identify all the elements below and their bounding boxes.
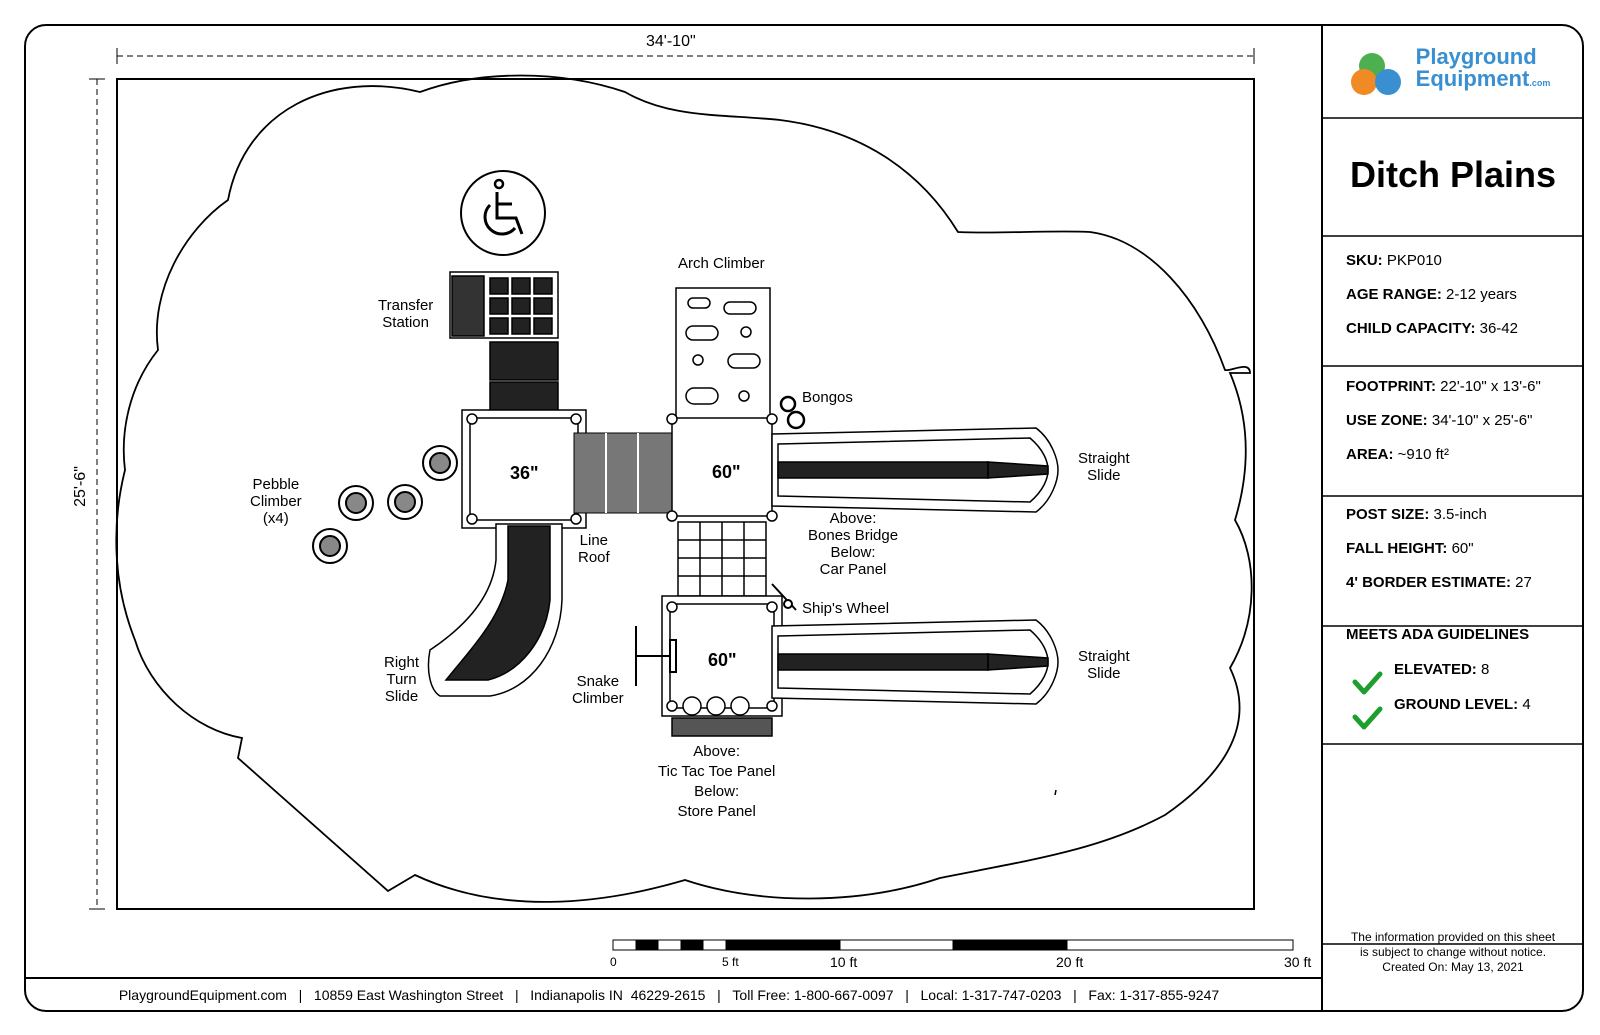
fall-row: FALL HEIGHT: 60": [1346, 540, 1474, 557]
ada-title: MEETS ADA GUIDELINES: [1346, 626, 1530, 643]
deck-60-top: [666, 413, 778, 522]
footprint-row: FOOTPRINT: 22'-10" x 13'-6": [1346, 378, 1541, 395]
sku-row: SKU: PKP010: [1346, 252, 1442, 269]
width-dimension-line: [116, 48, 1255, 64]
post-value: 3.5-inch: [1433, 506, 1487, 523]
footer-city: Indianapolis IN 46229-2615: [530, 987, 706, 1003]
pebble-climber-label: Pebble Climber (x4): [250, 476, 302, 527]
ground-value: 4: [1522, 696, 1531, 713]
scale-tick-10: 10 ft: [830, 954, 858, 970]
check-icon-elevated: [1352, 671, 1383, 695]
bongos: [779, 395, 806, 430]
footer-separator: |: [717, 987, 721, 1003]
logo-com: .com: [1529, 78, 1551, 88]
ships-wheel-label: Ship's Wheel: [802, 600, 890, 617]
area-row: AREA: ~910 ft²: [1346, 446, 1449, 463]
footer-separator: |: [514, 987, 519, 1003]
height-dimension-label: 25'-6": [71, 466, 89, 507]
pebble-climber-4: [312, 528, 348, 564]
deck-60-bottom-height: 60": [708, 650, 737, 670]
tic-tac-toe-label: Above: Tic Tac Toe Panel Below: Store Pa…: [658, 743, 776, 820]
connector-ladder: [677, 521, 767, 597]
area-value: ~910 ft²: [1397, 446, 1449, 463]
scale-bar: [612, 939, 1294, 951]
bones-bridge: [573, 432, 673, 514]
check-icon-ground: [1352, 706, 1383, 730]
product-title: Ditch Plains: [1349, 154, 1557, 195]
line-roof-label: Line Roof: [578, 532, 610, 566]
brand-logo: Playground Equipment.com: [1322, 24, 1584, 116]
usezone-row: USE ZONE: 34'-10" x 25'-6": [1346, 412, 1533, 429]
pebble-climber-3: [387, 484, 423, 520]
footer-tollfree: Toll Free: 1-800-667-0097: [732, 987, 894, 1003]
stray-mark: [1054, 789, 1057, 796]
pebble-climber-1: [422, 445, 458, 481]
straight-slide-top-label: Straight Slide: [1078, 450, 1130, 484]
right-turn-slide-label: Right Turn Slide: [384, 654, 420, 705]
scale-tick-5: 5 ft: [722, 955, 739, 969]
sku-value: PKP010: [1386, 252, 1442, 269]
ada-accessible-icon: [460, 170, 546, 256]
capacity-row: CHILD CAPACITY: 36-42: [1346, 320, 1518, 337]
created-date: Created On: May 13, 2021: [1382, 960, 1524, 974]
scale-tick-30: 30 ft: [1284, 954, 1312, 970]
disclaimer: The information provided on this sheet i…: [1322, 930, 1584, 975]
deck-60-bottom: [661, 595, 783, 737]
fall-value: 60": [1451, 540, 1474, 557]
usezone-value: 34'-10" x 25'-6": [1431, 412, 1533, 429]
right-turn-slide: [427, 523, 563, 697]
age-value: 2-12 years: [1446, 286, 1517, 303]
footer-local: Local: 1-317-747-0203: [920, 987, 1062, 1003]
footprint-value: 22'-10" x 13'-6": [1440, 378, 1541, 395]
safety-surfacing-outline: [115, 74, 1253, 903]
snake-climber: [635, 626, 677, 686]
ships-wheel: [771, 583, 797, 611]
snake-climber-label: Snake Climber: [572, 673, 624, 707]
footer-separator: |: [298, 987, 303, 1003]
straight-slide-bottom-label: Straight Slide: [1078, 648, 1130, 682]
footer-separator: |: [1073, 987, 1077, 1003]
footer-fax: Fax: 1-317-855-9247: [1088, 987, 1220, 1003]
panel-section-dividers: [1322, 117, 1584, 945]
ground-row: GROUND LEVEL: 4: [1394, 696, 1531, 713]
transfer-station: [449, 271, 559, 417]
logo-line2: Equipment: [1415, 66, 1530, 91]
info-panel: Playground Equipment.com Ditch Plains SK…: [1322, 24, 1584, 1012]
drawing-sheet: [24, 24, 1584, 1012]
bones-bridge-label: Above: Bones Bridge Below: Car Panel: [808, 510, 899, 578]
footer-separator: |: [905, 987, 909, 1003]
straight-slide-bottom: [771, 619, 1059, 705]
footer-site[interactable]: PlaygroundEquipment.com: [118, 987, 287, 1003]
bongos-label: Bongos: [802, 389, 853, 406]
post-row: POST SIZE: 3.5-inch: [1346, 506, 1487, 523]
capacity-value: 36-42: [1479, 320, 1518, 337]
deck-60-top-height: 60": [712, 462, 741, 482]
age-row: AGE RANGE: 2-12 years: [1346, 286, 1517, 303]
use-zone-boundary: [116, 78, 1255, 910]
elevated-value: 8: [1480, 661, 1490, 678]
arch-climber-label: Arch Climber: [678, 255, 765, 272]
notice-text: The information provided on this sheet i…: [1350, 930, 1556, 959]
transfer-station-label: Transfer Station: [378, 297, 434, 331]
deck-36-height: 36": [510, 463, 539, 483]
pebble-climber-2: [338, 485, 374, 521]
footer-address: 10859 East Washington Street: [313, 987, 504, 1003]
scale-tick-0: 0: [610, 955, 617, 969]
logo-icon: [1351, 53, 1401, 95]
height-dimension-line: [89, 78, 105, 910]
arch-climber: [675, 287, 771, 421]
border-value: 27: [1515, 574, 1532, 591]
scale-tick-20: 20 ft: [1056, 954, 1084, 970]
border-row: 4' BORDER ESTIMATE: 27: [1346, 574, 1532, 591]
logo-line1: Playground: [1415, 44, 1537, 69]
pebble-climbers: [312, 445, 458, 564]
width-dimension-label: 34'-10": [646, 33, 696, 50]
straight-slide-top: [771, 427, 1059, 513]
contact-footer: PlaygroundEquipment.com | 10859 East Was…: [24, 978, 1314, 1012]
elevated-row: ELEVATED: 8: [1394, 661, 1490, 678]
deck-36: [461, 409, 587, 529]
